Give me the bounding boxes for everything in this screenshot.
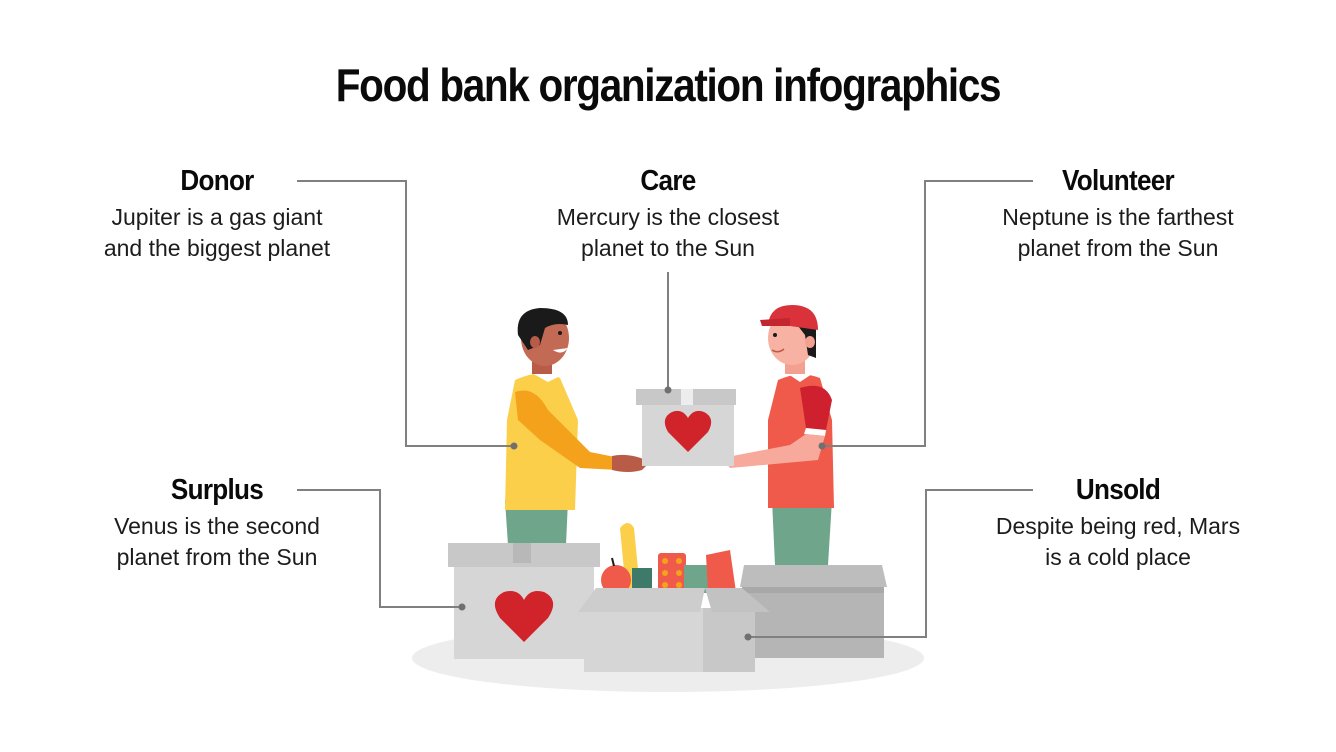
surplus-description-line-1: Venus is the second xyxy=(114,513,320,539)
unsold-section: Unsold Despite being red, Mars is a cold… xyxy=(968,473,1268,573)
volunteer-person-icon xyxy=(722,305,834,565)
volunteer-description-line-1: Neptune is the farthest xyxy=(1002,204,1234,230)
surplus-box-icon xyxy=(448,543,600,659)
unsold-box-icon xyxy=(740,565,887,658)
donor-person-icon xyxy=(505,308,650,545)
food-items-icon xyxy=(601,523,736,596)
care-box-icon xyxy=(636,389,736,466)
unsold-description-line-1: Despite being red, Mars xyxy=(995,513,1241,539)
surplus-description-line-2: planet from the Sun xyxy=(116,544,318,570)
care-description-line-1: Mercury is the closest xyxy=(556,204,780,230)
donor-section: Donor Jupiter is a gas giant and the big… xyxy=(67,164,367,264)
surplus-section: Surplus Venus is the second planet from … xyxy=(67,473,367,573)
volunteer-section: Volunteer Neptune is the farthest planet… xyxy=(968,164,1268,264)
care-connector-dot xyxy=(664,386,672,394)
unsold-connector xyxy=(748,489,1033,638)
donor-description-line-1: Jupiter is a gas giant xyxy=(111,204,323,230)
donor-heading: Donor xyxy=(180,165,254,197)
surplus-heading: Surplus xyxy=(170,474,264,506)
donor-description-line-2: and the biggest planet xyxy=(103,235,331,261)
volunteer-connector xyxy=(822,180,1033,447)
unsold-description-line-2: is a cold place xyxy=(1045,544,1191,570)
donor-connector xyxy=(297,180,514,447)
surplus-connector xyxy=(297,489,462,608)
unsold-heading: Unsold xyxy=(1075,474,1161,506)
volunteer-connector-dot xyxy=(818,442,826,450)
volunteer-description-line-2: planet from the Sun xyxy=(1017,235,1219,261)
page-title: Food bank organization infographics xyxy=(335,59,1002,111)
care-heading: Care xyxy=(640,165,696,197)
surplus-connector-dot xyxy=(458,603,466,611)
open-food-box-icon xyxy=(578,588,770,672)
care-section: Care Mercury is the closest planet to th… xyxy=(518,164,818,264)
care-description-line-2: planet to the Sun xyxy=(581,235,755,261)
volunteer-heading: Volunteer xyxy=(1062,165,1175,197)
donor-connector-dot xyxy=(510,442,518,450)
unsold-connector-dot xyxy=(744,633,752,641)
